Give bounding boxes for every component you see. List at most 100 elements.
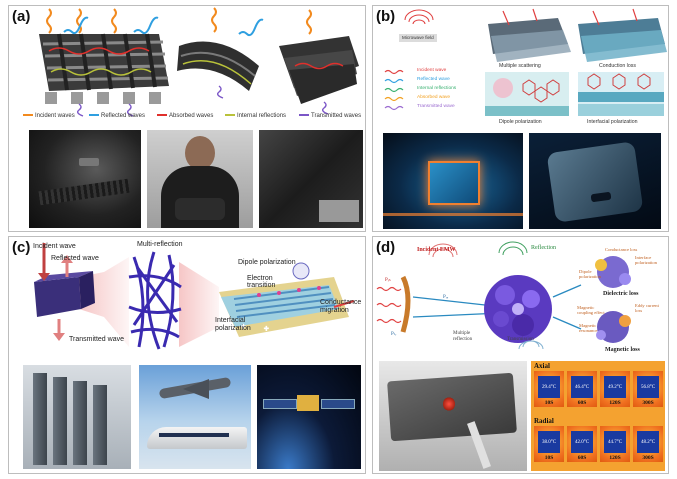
legend-swatch-reflected [89, 114, 99, 117]
label-conductance-loss: Conductance loss [605, 247, 638, 252]
legend-wave-transmitted [384, 105, 404, 111]
panel-c: (c) [8, 236, 366, 474]
legend-swatch-transmitted [299, 114, 309, 117]
thermal-time: 300S [642, 400, 654, 406]
photo-jet-and-train [139, 365, 251, 469]
label-magnetic-coupling: Magnetic coupling effect [577, 305, 605, 315]
legend-wave-internal [384, 87, 404, 93]
panel-a: (a) [8, 5, 366, 232]
transmitted-wave-arrow [126, 103, 134, 117]
photo-phone-back [529, 133, 661, 229]
absorber-slab-1 [33, 373, 47, 465]
thermal-time: 60S [577, 400, 587, 406]
b-legend-reflected: Reflected wave [417, 77, 450, 82]
mechanism-arrows [552, 284, 582, 330]
circuit-trace [383, 213, 523, 216]
panel-a-textile-diagram [39, 7, 359, 117]
woven-fabric-flat [39, 33, 169, 104]
solar-panel-left [263, 399, 297, 409]
incident-emw-arcs [428, 243, 458, 258]
reflected-wave-arrow [238, 18, 264, 37]
panel-c-mechanism-diagram: + + + + [34, 243, 355, 350]
legend-reflected: Reflected waves [101, 113, 146, 119]
legend-swatch-incident [23, 114, 33, 117]
reflected-wave-arrow [63, 16, 89, 35]
plus-charge-3: + [287, 326, 292, 335]
label-dipole-polarization: Dipole polarization [238, 259, 296, 266]
b-legend-transmitted: Transmitted wave [417, 104, 455, 109]
mechanism-dipole-polarization: Dipole polarization [499, 119, 542, 125]
incident-arrowhead [38, 273, 50, 281]
magnetic-loss-structure [596, 311, 631, 343]
thermal-time: 60S [577, 455, 587, 461]
solar-panel-right [321, 399, 355, 409]
label-ptr: Pₜᵣ [391, 332, 397, 337]
label-multi-reflection: Multi-reflection [137, 241, 183, 248]
panel-d-mechanism-diagram [376, 241, 631, 350]
plus-charge-1: + [241, 322, 246, 331]
thermal-cell-axial: 46.4°C 60S [567, 371, 597, 407]
thermal-readout: 44.7°C [604, 431, 626, 453]
fabric-weave-strip [38, 178, 130, 206]
label-transmitted-wave: Transmitted wave [69, 336, 124, 343]
phone-body [546, 141, 644, 223]
photo-heated-sample [379, 361, 527, 471]
panel-c-label: (c) [12, 239, 31, 256]
legend-swatch-absorbed [157, 114, 167, 117]
legend-swatch-internal [225, 114, 235, 117]
woven-fabric-layered [279, 36, 359, 104]
incident-wave-arrow [111, 8, 117, 34]
incident-wave-arrow [76, 8, 82, 34]
plus-charge-2: + [264, 324, 269, 333]
panel-b-label: (b) [376, 8, 396, 25]
thermal-readout: 46.4°C [571, 376, 593, 398]
b-legend-incident: Incident wave [417, 68, 447, 73]
reflected-wave-arrow [133, 16, 159, 35]
panel-a-label: (a) [12, 8, 31, 25]
label-reflected-wave: Reflected wave [51, 255, 99, 262]
legend-wave-reflected [384, 78, 404, 84]
train-windows [159, 433, 229, 437]
polarization-layers [219, 262, 355, 337]
emw-waves [376, 286, 402, 324]
label-incident-wave: Incident wave [33, 243, 76, 250]
label-transmission: Transmission [507, 337, 534, 342]
label-eddy-current-loss: Eddy current loss [635, 303, 659, 313]
label-reflection: Reflection [531, 245, 556, 251]
legend-absorbed: Absorbed waves [169, 113, 214, 119]
interfacial-polarization-illustration [578, 72, 664, 116]
photo-fabric-sheet [259, 130, 363, 228]
transmitted-wave-arrow [216, 85, 224, 99]
thermal-radial-label: Radial [534, 417, 554, 425]
label-magnetic-resonance: Magnetic resonance [579, 323, 598, 333]
multiple-scattering-illustration [488, 8, 571, 62]
panel-b-mechanism-diagram [384, 8, 667, 116]
dielectric-loss-structure [595, 256, 631, 288]
microwave-film-label-box [399, 34, 437, 42]
label-dielectric-loss: Dielectric loss [603, 291, 639, 297]
thermal-cell-axial: 56.8°C 300S [633, 371, 663, 407]
microwave-field-label: Microwave field [402, 35, 434, 40]
panel-b: (b) [372, 5, 669, 232]
photo-absorber-panels [23, 365, 131, 469]
incident-wave-arrow [46, 8, 52, 34]
b-legend-internal: Internal reflections [417, 86, 457, 91]
train-body [147, 427, 247, 449]
legend-transmitted: Transmitted waves [311, 113, 362, 119]
panel-d: (d) [372, 236, 669, 474]
thermal-readout: 38.0°C [538, 431, 560, 453]
incident-wave-arrow [306, 9, 312, 35]
legend-wave-incident [384, 69, 404, 75]
device-box [319, 200, 359, 222]
transmission-arcs [518, 340, 544, 350]
legend-incident: Incident waves [35, 113, 75, 119]
thermal-readout: 56.8°C [637, 376, 659, 398]
magnification-beam-2 [179, 262, 219, 347]
thermal-readout: 49.2°C [604, 376, 626, 398]
label-magnetic-loss: Magnetic loss [605, 347, 640, 353]
plus-charge-4: + [309, 328, 314, 337]
microwave-source-icon [404, 9, 434, 25]
